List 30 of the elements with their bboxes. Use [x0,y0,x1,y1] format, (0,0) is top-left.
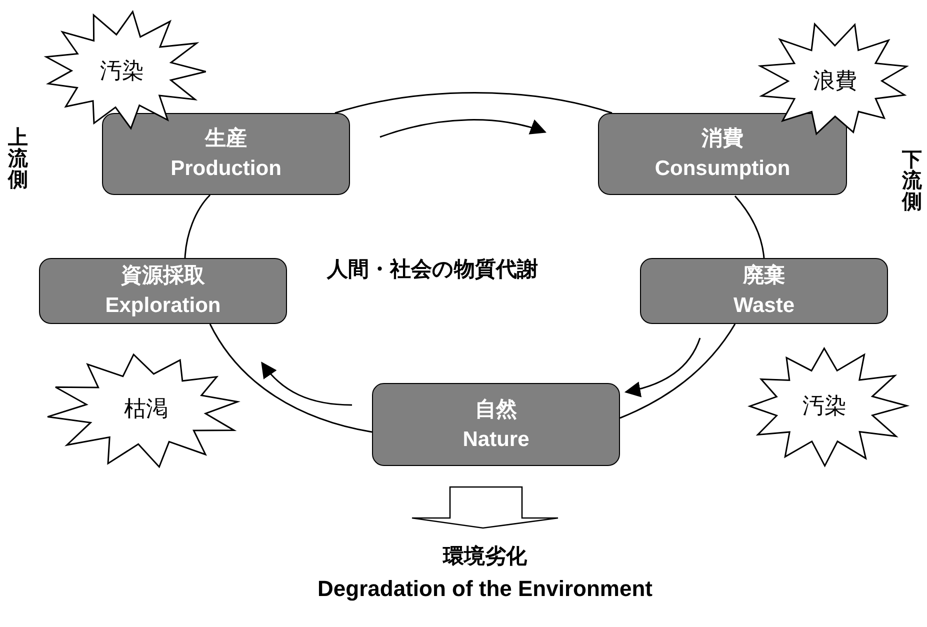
box-title: 資源採取 [121,263,205,289]
burst-label: 汚染 [802,392,846,420]
connector-line [734,196,765,258]
box-subtitle: Waste [733,293,795,319]
box-title: 廃棄 [743,262,785,289]
connector-line [209,324,372,433]
process-box [598,113,847,195]
box-subtitle: Production [170,156,282,182]
connector-line [334,92,612,114]
burst-label: 汚染 [100,57,144,85]
process-box [640,258,888,324]
burst-label: 枯渇 [124,395,168,423]
connector-line [184,194,211,258]
outcome-heading: 環境劣化 [443,544,527,570]
box-title: 消費 [702,126,744,152]
block-arrow [411,486,559,529]
side-label: 上流側 [8,128,29,191]
outcome-subheading: Degradation of the Environment [318,574,652,603]
connector-line [620,324,736,419]
side-label: 下流側 [902,150,923,213]
box-subtitle: Consumption [654,156,790,182]
box-title: 自然 [475,396,517,422]
process-box [102,113,350,195]
burst-label: 浪費 [813,67,857,95]
process-box [39,258,287,324]
center-title: 人間・社会の物質代謝 [327,257,538,283]
box-title: 生産 [205,126,247,152]
box-subtitle: Nature [462,426,530,452]
box-subtitle: Exploration [105,293,221,319]
process-box [372,383,620,466]
